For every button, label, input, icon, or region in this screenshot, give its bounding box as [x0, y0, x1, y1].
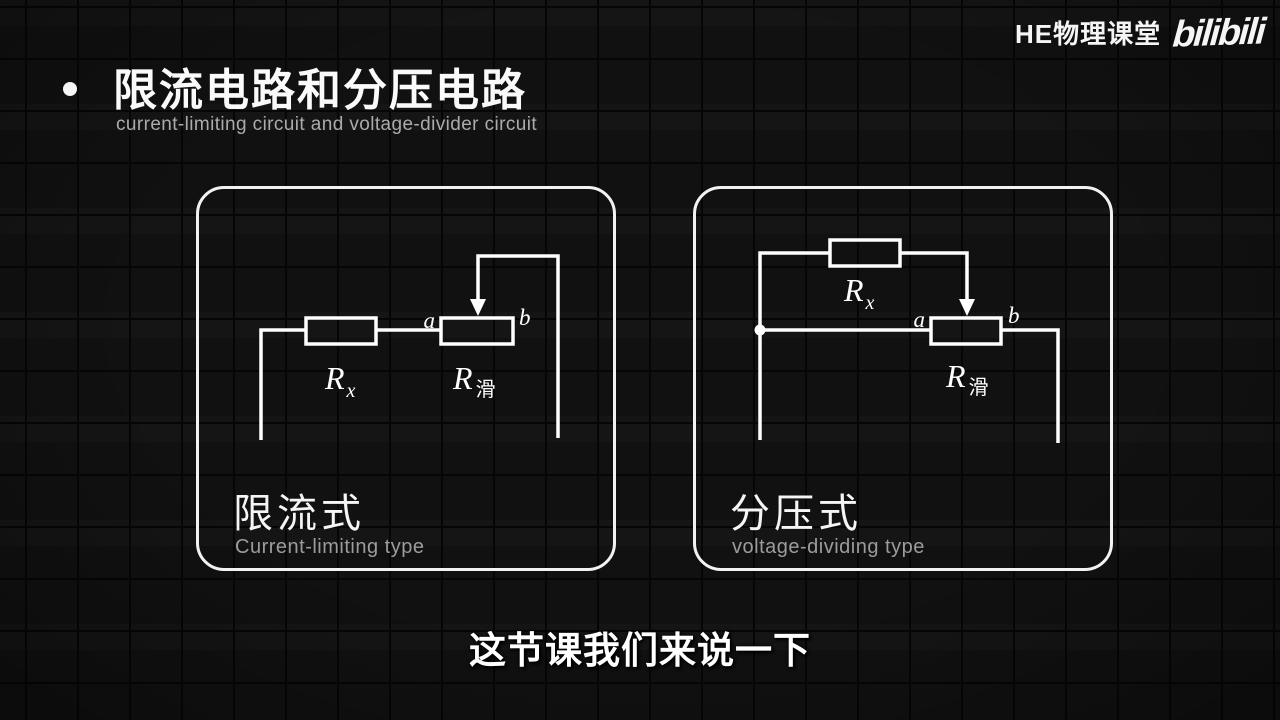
slider-arrow-icon: [959, 299, 975, 316]
channel-name: HE物理课堂: [1014, 19, 1162, 49]
terminal-a-label: a: [914, 307, 926, 332]
video-caption: 这节课我们来说一下: [469, 630, 811, 671]
circuit-type-label: 分压式: [730, 491, 862, 536]
terminal-a-label: a: [424, 308, 436, 333]
page-title-english: current-limiting circuit and voltage-div…: [116, 114, 537, 135]
circuit-type-label-english: voltage-dividing type: [732, 536, 925, 558]
circuit-type-label-english: Current-limiting type: [235, 536, 425, 558]
fixed-resistor-box: [304, 316, 378, 346]
slider-arrow-icon: [470, 299, 486, 316]
bilibili-logo: bilibili: [1171, 10, 1266, 55]
circuit-wires: [758, 238, 1060, 443]
rheostat-box: [439, 316, 515, 346]
terminal-b-label: b: [1008, 303, 1020, 328]
circuit-wires: [259, 254, 560, 440]
bullet-icon: [63, 82, 77, 96]
slider-wire: [900, 251, 969, 302]
wire-left: [758, 251, 830, 440]
page-title: 限流电路和分压电路: [113, 66, 527, 115]
fixed-resistor-box: [828, 238, 902, 268]
watermark: HE物理课堂 bilibili: [1014, 10, 1266, 55]
wire-right: [1001, 328, 1060, 443]
circuit-type-label: 限流式: [233, 491, 365, 536]
terminal-b-label: b: [519, 305, 531, 330]
wire-left: [259, 328, 306, 440]
slider-wire-right: [476, 254, 560, 438]
rheostat-box: [929, 316, 1003, 346]
junction-node-dot: [754, 324, 766, 336]
